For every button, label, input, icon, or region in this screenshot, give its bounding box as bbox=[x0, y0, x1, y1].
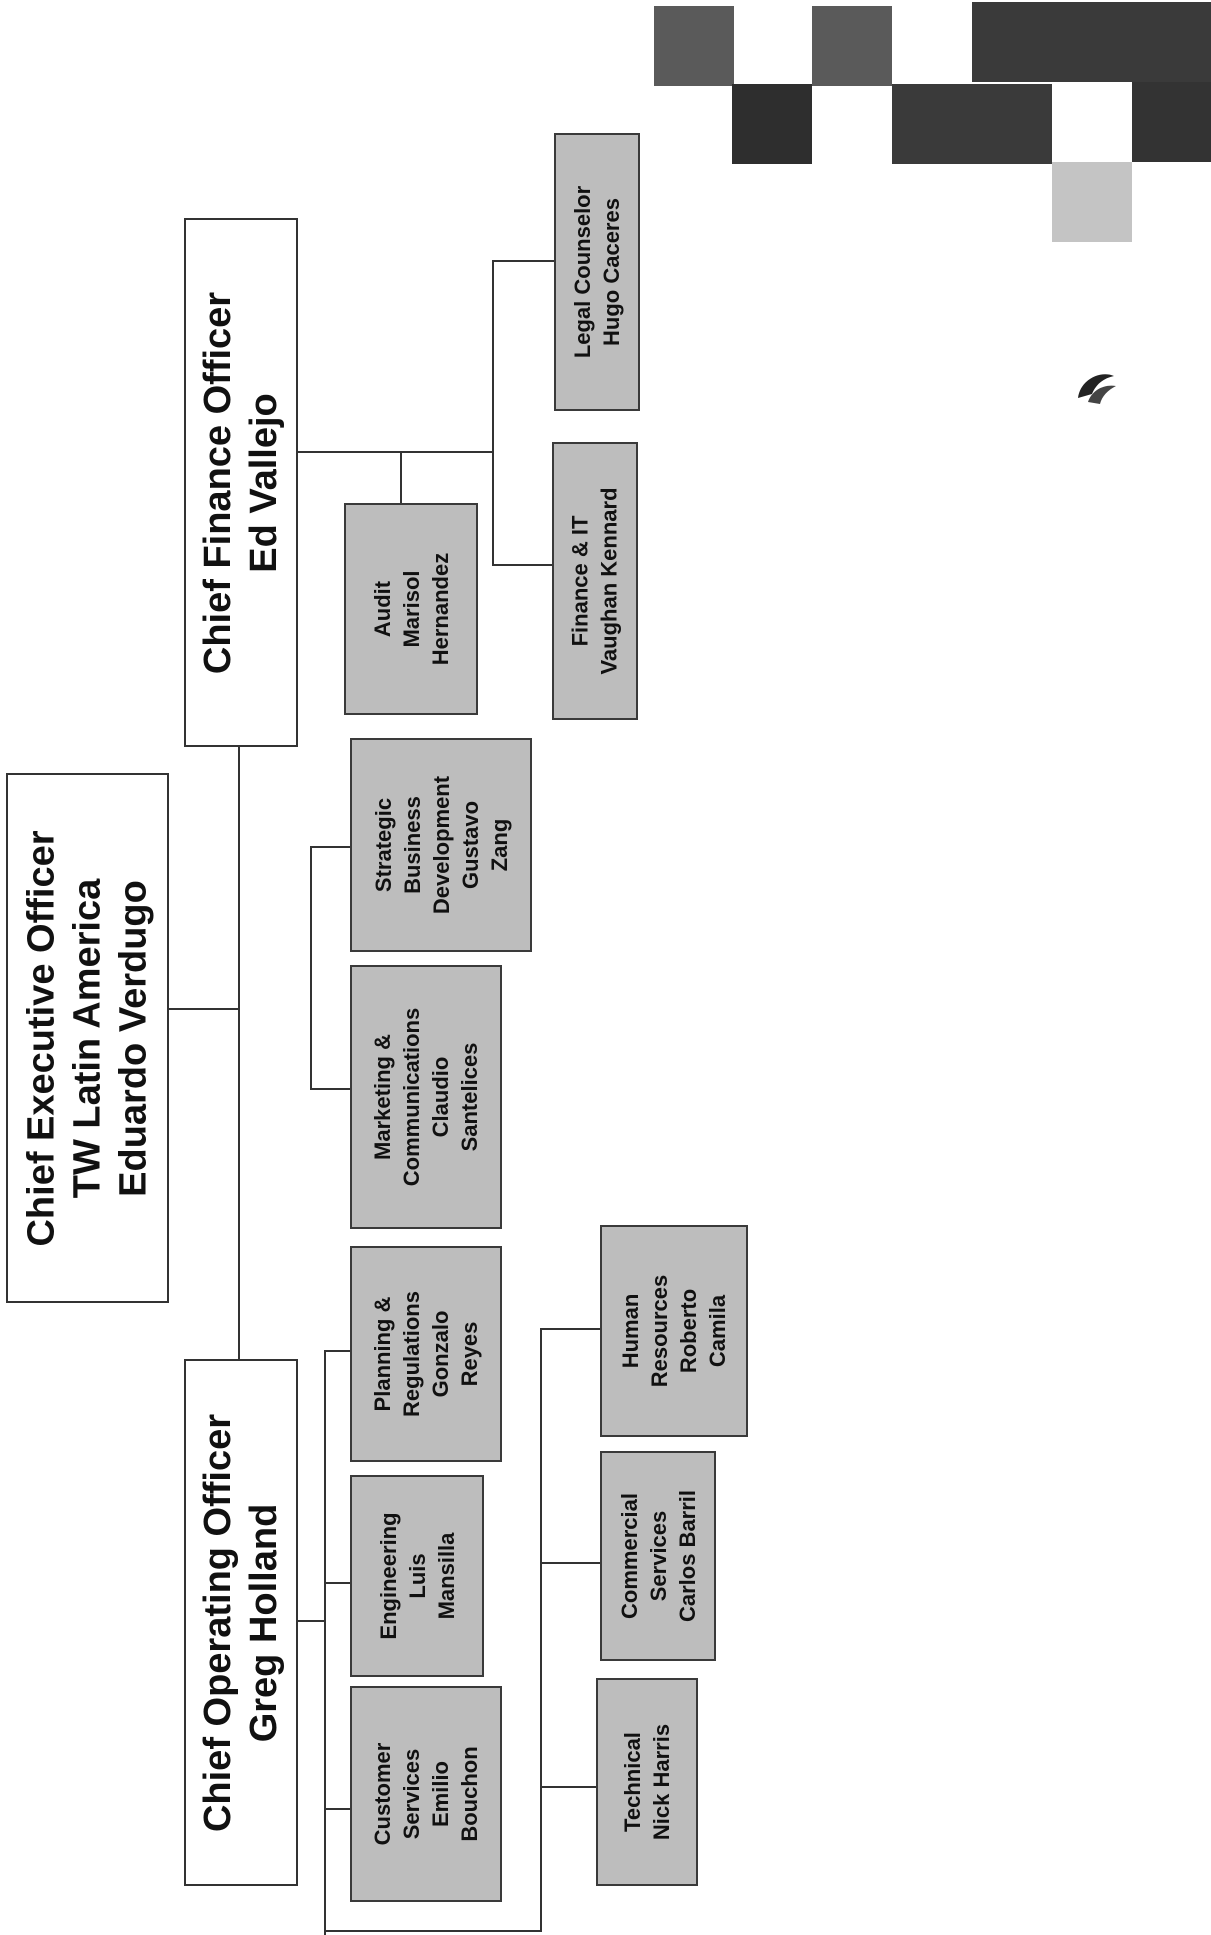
marketing-communications-box: Marketing & Communications Claudio Sante… bbox=[350, 965, 502, 1229]
coo-support-bus bbox=[540, 1328, 542, 1932]
audit-box: Audit Marisol Hernandez bbox=[344, 503, 478, 715]
dept-line: Resources bbox=[647, 1274, 672, 1388]
cfo-connector bbox=[296, 451, 494, 453]
dept-line: Gustavo bbox=[457, 800, 483, 890]
coo-ops-bus bbox=[324, 1350, 326, 1935]
ceo-box: Chief Executive Officer TW Latin America… bbox=[6, 773, 169, 1303]
dept-line: Strategic bbox=[370, 797, 396, 893]
coo-support-link-1 bbox=[540, 1328, 602, 1330]
dept-line: Development bbox=[428, 775, 454, 915]
dept-line: Emilio bbox=[428, 1761, 453, 1828]
ceo-name: Eduardo Verdugo bbox=[112, 879, 155, 1197]
dept-line: Reyes bbox=[457, 1321, 482, 1387]
finance-link bbox=[492, 564, 554, 566]
dept-line: Mansilla bbox=[433, 1532, 459, 1620]
dept-line: Roberto bbox=[676, 1288, 701, 1374]
commercial-services-box: Commercial Services Carlos Barril bbox=[600, 1451, 716, 1661]
dept-line: Regulations bbox=[399, 1291, 424, 1417]
logo-icon bbox=[1078, 374, 1116, 404]
dept-line: Bouchon bbox=[457, 1746, 482, 1842]
cfo-name: Ed Vallejo bbox=[243, 392, 286, 573]
dept-line: Marisol bbox=[398, 570, 424, 648]
dept-line: Communications bbox=[399, 1007, 424, 1187]
dept-line: Services bbox=[399, 1748, 424, 1840]
dept-line: Zang bbox=[486, 818, 512, 872]
engineering-box: Engineering Luis Mansilla bbox=[350, 1475, 484, 1677]
cfo-branch-bus bbox=[492, 260, 494, 566]
dept-line: Luis bbox=[404, 1553, 430, 1599]
dept-line: Camila bbox=[705, 1294, 730, 1368]
coo-connector bbox=[296, 1620, 326, 1622]
dept-line: Hernandez bbox=[427, 552, 453, 666]
ceo-title: Chief Executive Officer bbox=[20, 829, 63, 1247]
technical-box: Technical Nick Harris bbox=[596, 1678, 698, 1886]
ceo-company: TW Latin America bbox=[66, 878, 109, 1198]
dept-line: Planning & bbox=[370, 1296, 395, 1412]
coo-ops-link-2 bbox=[324, 1582, 350, 1584]
coo-ops-link-3 bbox=[324, 1808, 350, 1810]
dept-line: Carlos Barril bbox=[674, 1489, 700, 1623]
dept-line: Nick Harris bbox=[649, 1723, 674, 1841]
coo-title: Chief Operating Officer bbox=[197, 1413, 239, 1832]
dept-line: Commercial bbox=[616, 1493, 642, 1619]
checkerboard-decoration bbox=[654, 2, 1211, 242]
cfo-title: Chief Finance Officer bbox=[197, 291, 240, 674]
planning-regulations-box: Planning & Regulations Gonzalo Reyes bbox=[350, 1246, 502, 1462]
ceo-connector bbox=[138, 1008, 240, 1010]
dept-line: Claudio bbox=[428, 1056, 453, 1138]
dept-line: Human bbox=[618, 1293, 643, 1369]
audit-drop bbox=[400, 451, 402, 503]
marketing-link-1 bbox=[310, 846, 352, 848]
dept-line: Vaughan Kennard bbox=[597, 487, 623, 675]
coo-ops-link-1 bbox=[324, 1350, 350, 1352]
coo-name: Greg Holland bbox=[243, 1503, 285, 1742]
customer-services-box: Customer Services Emilio Bouchon bbox=[350, 1686, 502, 1902]
coo-support-link-2 bbox=[540, 1562, 602, 1564]
dept-line: Technical bbox=[620, 1732, 645, 1832]
legal-link bbox=[492, 260, 554, 262]
cfo-box: Chief Finance Officer Ed Vallejo bbox=[184, 218, 298, 747]
dept-line: Services bbox=[645, 1510, 671, 1602]
dept-line: Gonzalo bbox=[428, 1310, 453, 1398]
dept-line: Customer bbox=[370, 1742, 395, 1846]
dept-line: Engineering bbox=[375, 1512, 401, 1640]
coo-bottom-bar bbox=[324, 1930, 542, 1932]
dept-line: Finance & IT bbox=[568, 515, 594, 647]
dept-line: Marketing & bbox=[370, 1034, 395, 1160]
human-resources-box: Human Resources Roberto Camila bbox=[600, 1225, 748, 1437]
coo-box: Chief Operating Officer Greg Holland bbox=[184, 1359, 298, 1886]
legal-counselor-box: Legal Counselor Hugo Caceres bbox=[554, 133, 640, 411]
marketing-link-2 bbox=[310, 1088, 352, 1090]
exec-spine bbox=[238, 745, 240, 1359]
strategic-business-development-box: Strategic Business Development Gustavo Z… bbox=[350, 738, 532, 952]
dept-line: Audit bbox=[369, 580, 395, 638]
dept-line: Santelices bbox=[457, 1042, 482, 1152]
dept-line: Business bbox=[399, 796, 425, 894]
marketing-connector bbox=[310, 846, 312, 1090]
coo-support-link-3 bbox=[540, 1786, 602, 1788]
finance-it-box: Finance & IT Vaughan Kennard bbox=[552, 442, 638, 720]
